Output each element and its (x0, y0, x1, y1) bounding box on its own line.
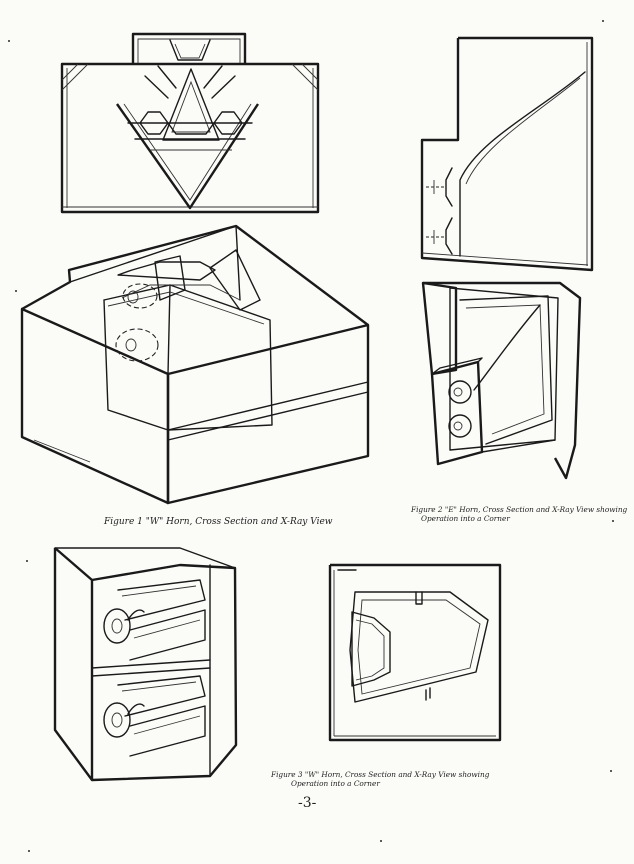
figure-1-caption: Figure 1 "W" Horn, Cross Section and X-R… (104, 517, 333, 527)
scan-speck (612, 520, 614, 522)
scan-speck (380, 840, 382, 842)
figure-2-caption: Figure 2 "E" Horn, Cross Section and X-R… (411, 505, 627, 523)
page-number: -3- (298, 795, 317, 811)
figure-3-caption-line1: Figure 3 "W" Horn, Cross Section and X-R… (271, 770, 490, 779)
scan-speck (28, 850, 30, 852)
scan-speck (15, 290, 17, 292)
figure-2-caption-line1: Figure 2 "E" Horn, Cross Section and X-R… (411, 505, 628, 514)
scan-speck (602, 20, 604, 22)
scan-speck (26, 560, 28, 562)
figure-3-caption-line2: Operation into a Corner (291, 779, 380, 788)
figure-3-caption: Figure 3 "W" Horn, Cross Section and X-R… (271, 770, 489, 788)
scan-speck (8, 40, 10, 42)
scan-speck (610, 770, 612, 772)
figure-2-caption-line2: Operation into a Corner (421, 514, 510, 523)
